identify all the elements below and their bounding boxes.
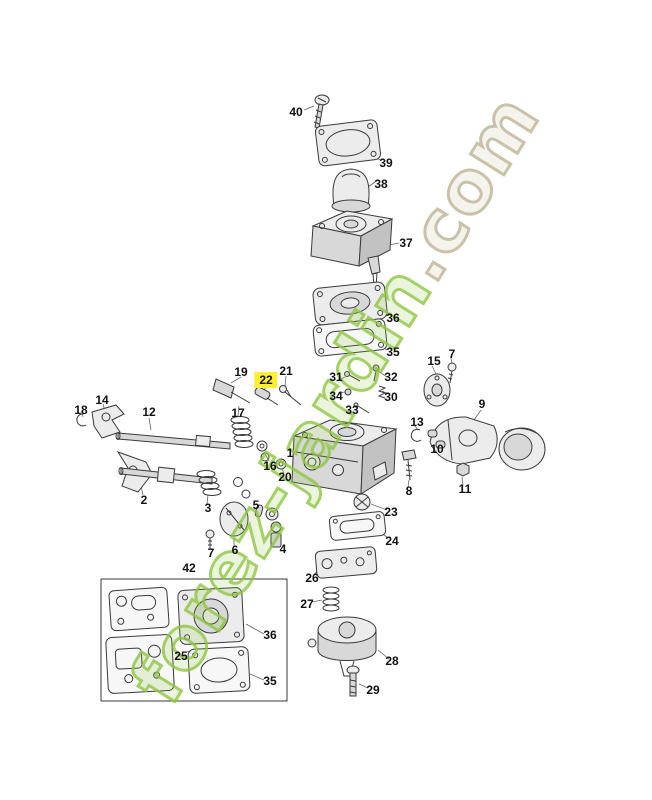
part-30-spring	[377, 385, 387, 399]
part-26-plate	[314, 546, 378, 579]
part-label-33[interactable]: 33	[345, 403, 359, 417]
part-label-4[interactable]: 4	[279, 542, 287, 556]
part-16-washers	[256, 440, 270, 462]
part-13-e-clip	[410, 428, 422, 442]
part-label-18[interactable]: 18	[74, 403, 88, 417]
part-1-carburetor-body	[291, 419, 398, 495]
part-label-36[interactable]: 36	[263, 628, 277, 642]
part-14-lever	[91, 404, 125, 439]
part-label-21[interactable]: 21	[279, 364, 293, 378]
diaphragm-c	[177, 587, 245, 645]
part-label-29[interactable]: 29	[366, 683, 380, 697]
part-32-screw	[372, 364, 380, 382]
part-label-2[interactable]: 2	[140, 493, 148, 507]
part-label-19[interactable]: 19	[234, 365, 248, 379]
part-39-pump-plate	[314, 119, 382, 167]
part-6-throttle-disc	[219, 501, 249, 537]
part-label-36[interactable]: 36	[386, 311, 400, 325]
part-7-screw-lower	[205, 529, 215, 549]
part-17-spring	[230, 416, 254, 448]
part-label-32[interactable]: 32	[384, 370, 398, 384]
part-27-spring	[322, 586, 340, 612]
gasket-a	[108, 586, 170, 632]
part-12-choke-shaft	[115, 432, 231, 450]
part-28-pump-housing	[307, 616, 377, 677]
part-31-inlet-needle	[344, 371, 361, 382]
part-label-13[interactable]: 13	[410, 415, 424, 429]
part-label-30[interactable]: 30	[384, 390, 398, 404]
part-label-20[interactable]: 20	[278, 470, 292, 484]
part-label-12[interactable]: 12	[142, 405, 156, 419]
part-label-42[interactable]: 42	[182, 561, 196, 575]
part-5-pin	[254, 504, 264, 518]
part-18-e-clip	[76, 413, 87, 427]
part-knob	[498, 427, 546, 471]
part-label-24[interactable]: 24	[385, 534, 399, 548]
part-label-40[interactable]: 40	[289, 105, 303, 119]
part-label-23[interactable]: 23	[384, 505, 398, 519]
part-24-plate	[328, 511, 387, 541]
part-15-flange	[423, 373, 451, 407]
part-label-5[interactable]: 5	[252, 498, 260, 512]
part-20-ring	[275, 458, 287, 470]
part-label-35[interactable]: 35	[263, 674, 277, 688]
part-label-14[interactable]: 14	[95, 393, 109, 407]
part-label-7[interactable]: 7	[207, 546, 215, 560]
part-38-primer-bulb	[331, 168, 371, 213]
part-3-spring	[196, 470, 251, 499]
part-label-6[interactable]: 6	[231, 543, 239, 557]
part-label-3[interactable]: 3	[204, 501, 212, 515]
part-label-37[interactable]: 37	[399, 236, 413, 250]
part-40-screw	[313, 94, 330, 129]
part-label-27[interactable]: 27	[300, 597, 314, 611]
part-label-31[interactable]: 31	[329, 370, 343, 384]
part-33-lever-pin	[353, 402, 370, 414]
part-label-15[interactable]: 15	[427, 354, 441, 368]
gasket-d	[187, 646, 251, 694]
part-label-11[interactable]: 11	[458, 482, 472, 496]
part-label-1[interactable]: 1	[286, 446, 294, 460]
part-label-7[interactable]: 7	[448, 347, 456, 361]
part-36-metering-diaphragm	[312, 281, 388, 326]
part-label-39[interactable]: 39	[379, 156, 393, 170]
part-label-28[interactable]: 28	[385, 654, 399, 668]
part-22-adjust-screw	[254, 386, 279, 406]
part-label-22[interactable]: 22	[254, 372, 278, 388]
part-8-bolt	[401, 449, 417, 481]
part-37-pump-body	[310, 210, 394, 288]
part-21-needle-screw	[279, 385, 302, 406]
part-label-8[interactable]: 8	[405, 484, 413, 498]
part-label-10[interactable]: 10	[430, 442, 444, 456]
part-42-gasket-set-box	[100, 578, 288, 702]
part-4-valve-stack	[265, 507, 282, 548]
part-19-valve-cone	[212, 378, 251, 404]
part-label-38[interactable]: 38	[374, 177, 388, 191]
part-label-35[interactable]: 35	[386, 345, 400, 359]
part-29-screw	[346, 665, 360, 697]
part-label-34[interactable]: 34	[329, 389, 343, 403]
part-2-throttle-shaft	[118, 466, 213, 485]
part-label-26[interactable]: 26	[305, 571, 319, 585]
part-11-nut	[456, 462, 470, 477]
part-label-9[interactable]: 9	[478, 397, 486, 411]
gasket-b	[105, 634, 175, 694]
part-35-gasket	[312, 318, 388, 357]
part-label-17[interactable]: 17	[231, 406, 245, 420]
part-label-16[interactable]: 16	[263, 459, 277, 473]
part-label-25[interactable]: 25	[174, 649, 188, 663]
part-34-pin	[344, 388, 352, 396]
part-9-bracket	[429, 416, 498, 465]
part-10-spacers	[427, 429, 446, 449]
part-23-screen	[353, 493, 371, 511]
part-7-screw-upper	[447, 362, 457, 384]
